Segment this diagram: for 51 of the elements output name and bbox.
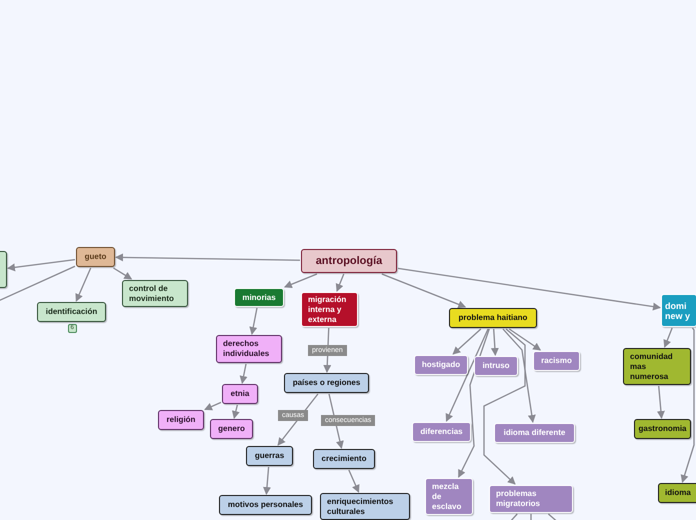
arrow — [113, 267, 132, 280]
topic-box: países o regiones — [284, 373, 369, 393]
arrow — [458, 328, 490, 478]
arrow — [284, 273, 318, 288]
topic-box: comunidad mas numerosa — [623, 348, 691, 385]
arrow — [502, 328, 536, 423]
topic-box: migración interna y externa — [301, 292, 358, 327]
arrow — [75, 268, 92, 302]
topic-box: racismo — [533, 351, 580, 371]
arrow — [398, 268, 661, 311]
arrow — [508, 328, 542, 351]
arrow — [7, 259, 76, 272]
topic-box: control de movimiento — [122, 280, 188, 307]
arrow — [204, 402, 222, 410]
arrow — [382, 273, 466, 308]
topic-box: religión — [158, 410, 204, 430]
arrow — [483, 328, 526, 485]
arrow — [262, 466, 271, 495]
topic-box: idioma — [658, 483, 696, 503]
topic-box: domi new y — [661, 294, 696, 327]
arrow — [348, 470, 360, 493]
topic-box: hostigado — [414, 355, 468, 375]
arrow — [680, 328, 695, 483]
topic-box: intruso — [474, 356, 518, 376]
arrow — [452, 328, 482, 355]
topic-box: enriquecimientos culturales — [320, 493, 410, 520]
topic-box: problemas migratorios — [489, 485, 573, 513]
topic-box: minorias — [234, 288, 284, 307]
arrow — [240, 364, 248, 384]
arrow — [249, 308, 258, 335]
topic-box: gueto — [76, 247, 115, 267]
topic-box: identificación — [37, 302, 106, 322]
topic-box: motivos personales — [219, 495, 312, 515]
arrow — [664, 328, 673, 348]
topic-box: guerras — [246, 446, 293, 466]
topic-box: gastronomia — [634, 419, 691, 439]
arrow — [446, 328, 489, 422]
arrow — [115, 253, 300, 262]
arrow — [336, 274, 344, 292]
topic-box: diferencias — [412, 422, 471, 442]
arrow — [656, 386, 665, 419]
arrow — [490, 328, 499, 356]
arrow — [232, 404, 240, 419]
topic-box: crecimiento — [313, 449, 375, 469]
topic-box: idioma diferente — [494, 423, 575, 443]
topic-box: problema haitiano — [449, 308, 537, 328]
topic-box: mezcla de esclavo — [425, 478, 473, 515]
topic-box: genero — [210, 419, 253, 439]
topic-box: derechos individuales — [216, 335, 282, 363]
topic-box: etnia — [222, 384, 258, 404]
central-topic-box: antropología — [301, 249, 397, 273]
